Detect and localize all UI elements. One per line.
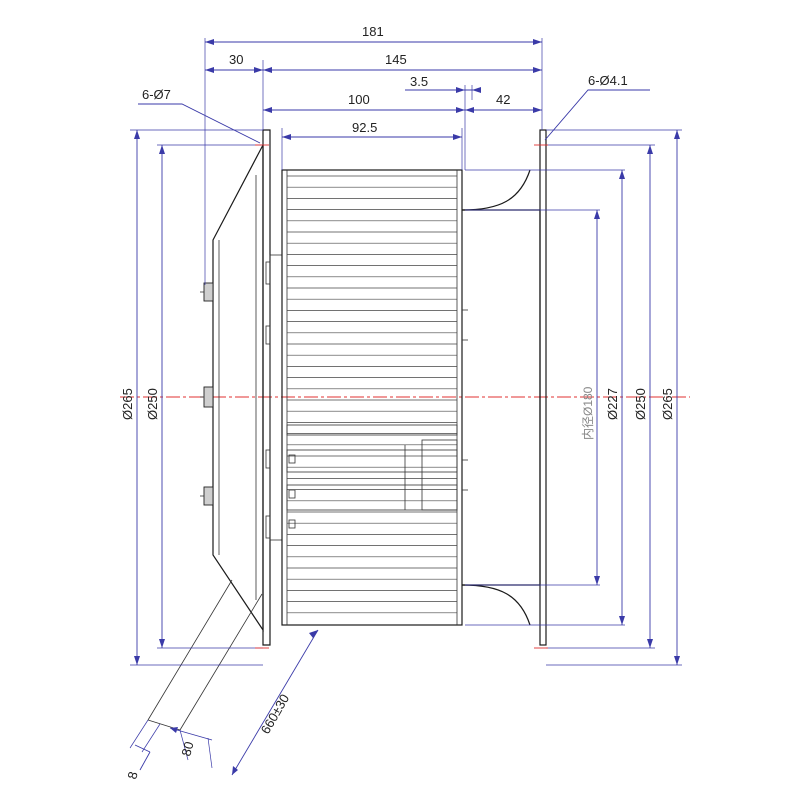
dim-length-100: 100 (348, 92, 370, 107)
dim-left-outer-diameter: Ø265 (120, 388, 135, 420)
dim-flange-holes: 6-Ø7 (142, 87, 171, 102)
mounting-flange (200, 129, 283, 646)
dim-right-inner-diameter: Ø250 (633, 388, 648, 420)
bolt-icon (203, 282, 214, 302)
dim-impeller-length: 145 (385, 52, 407, 67)
dim-overall-length: 181 (362, 24, 384, 39)
dim-blade-length: 92.5 (352, 120, 377, 135)
dim-inlet-holes: 6-Ø4.1 (588, 73, 628, 88)
bolt-icon (203, 386, 214, 408)
inlet-ring (461, 129, 547, 646)
dim-cable-8: 8 (124, 770, 140, 781)
bolt-icon (203, 486, 214, 506)
dimension-labels: 181 30 145 3.5 100 42 92.5 6-Ø7 6-Ø4.1 Ø… (120, 24, 675, 781)
dim-diameter-227: Ø227 (605, 388, 620, 420)
dim-cable-length: 660±30 (258, 692, 293, 737)
dim-cable-80: 80 (178, 740, 196, 758)
extension-lines (130, 38, 682, 666)
dim-left-inner-diameter: Ø250 (145, 388, 160, 420)
impeller (281, 169, 468, 626)
dim-right-outer-diameter: Ø265 (660, 388, 675, 420)
dim-inner-diameter: 内径Ø180 (581, 386, 595, 440)
dim-inlet-depth: 42 (496, 92, 510, 107)
dimension-lines (129, 39, 680, 776)
dim-gap: 3.5 (410, 74, 428, 89)
dim-flange-depth: 30 (229, 52, 243, 67)
